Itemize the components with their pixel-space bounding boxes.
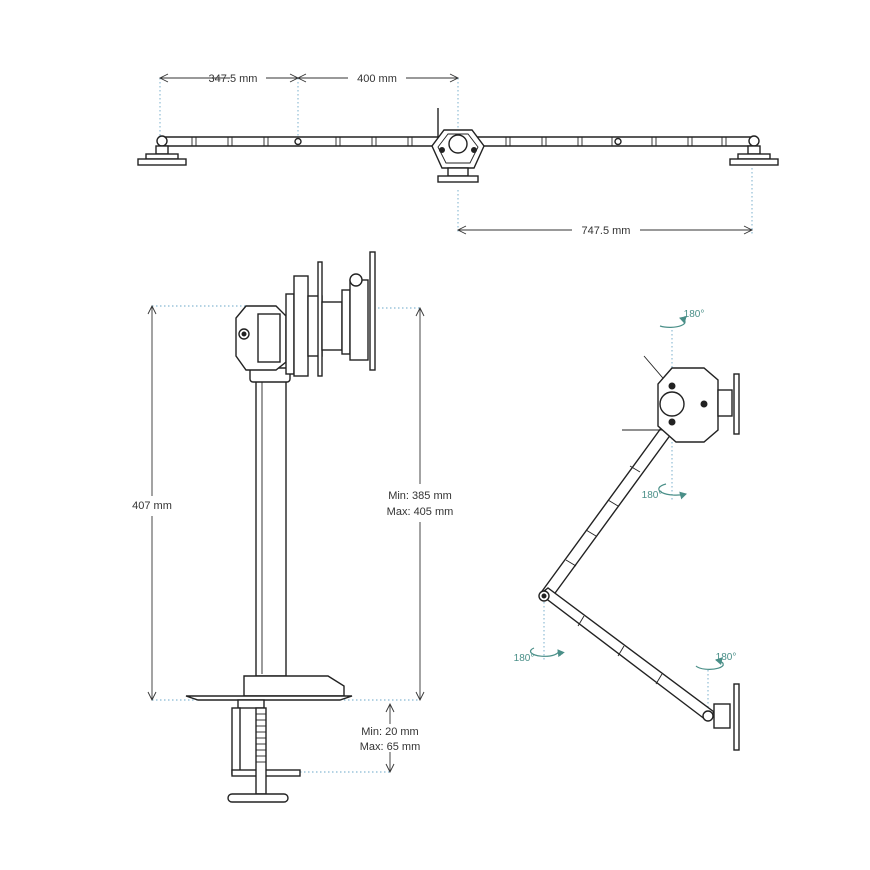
angled-head-unit <box>622 355 740 443</box>
dim-top-left-span: 347.5 mm <box>209 73 258 85</box>
angled-view: 180° 180° 180° 180° <box>514 309 740 751</box>
dim-top-mid-span: 400 mm <box>357 73 397 85</box>
rotation-label-elbow: 180° <box>514 653 535 664</box>
side-head-unit <box>235 251 376 377</box>
top-left-mount <box>137 135 187 166</box>
top-view: 347.5 mm 400 mm 747.5 mm <box>137 73 779 237</box>
dim-clamp-max: Max: 65 mm <box>360 741 421 753</box>
rotation-indicator-elbow: 180° <box>514 647 565 664</box>
dim-arm-height-max: Max: 405 mm <box>387 506 454 518</box>
rotation-indicator-top: 180° <box>659 309 705 328</box>
top-center-mount <box>431 108 485 183</box>
rotation-label-bottom: 180° <box>716 652 737 663</box>
side-view: 407 mm Min: 385 mm Max: 405 mm Min: 20 m… <box>132 251 454 803</box>
side-pole <box>249 367 291 677</box>
rotation-indicator-bottom: 180° <box>695 652 737 670</box>
rotation-indicator-middle: 180° <box>642 483 687 501</box>
side-base-clamp <box>185 675 353 803</box>
top-right-mount <box>729 135 779 166</box>
dim-top-total-span: 747.5 mm <box>582 225 631 237</box>
dim-clamp-min: Min: 20 mm <box>361 726 418 738</box>
angled-upper-arm <box>538 423 676 601</box>
rotation-label-middle: 180° <box>642 490 663 501</box>
dim-arm-height-min: Min: 385 mm <box>388 490 452 502</box>
dim-pole-height: 407 mm <box>132 500 172 512</box>
angled-lower-arm <box>538 587 716 721</box>
rotation-label-top: 180° <box>684 309 705 320</box>
angled-lower-mount <box>702 683 740 751</box>
